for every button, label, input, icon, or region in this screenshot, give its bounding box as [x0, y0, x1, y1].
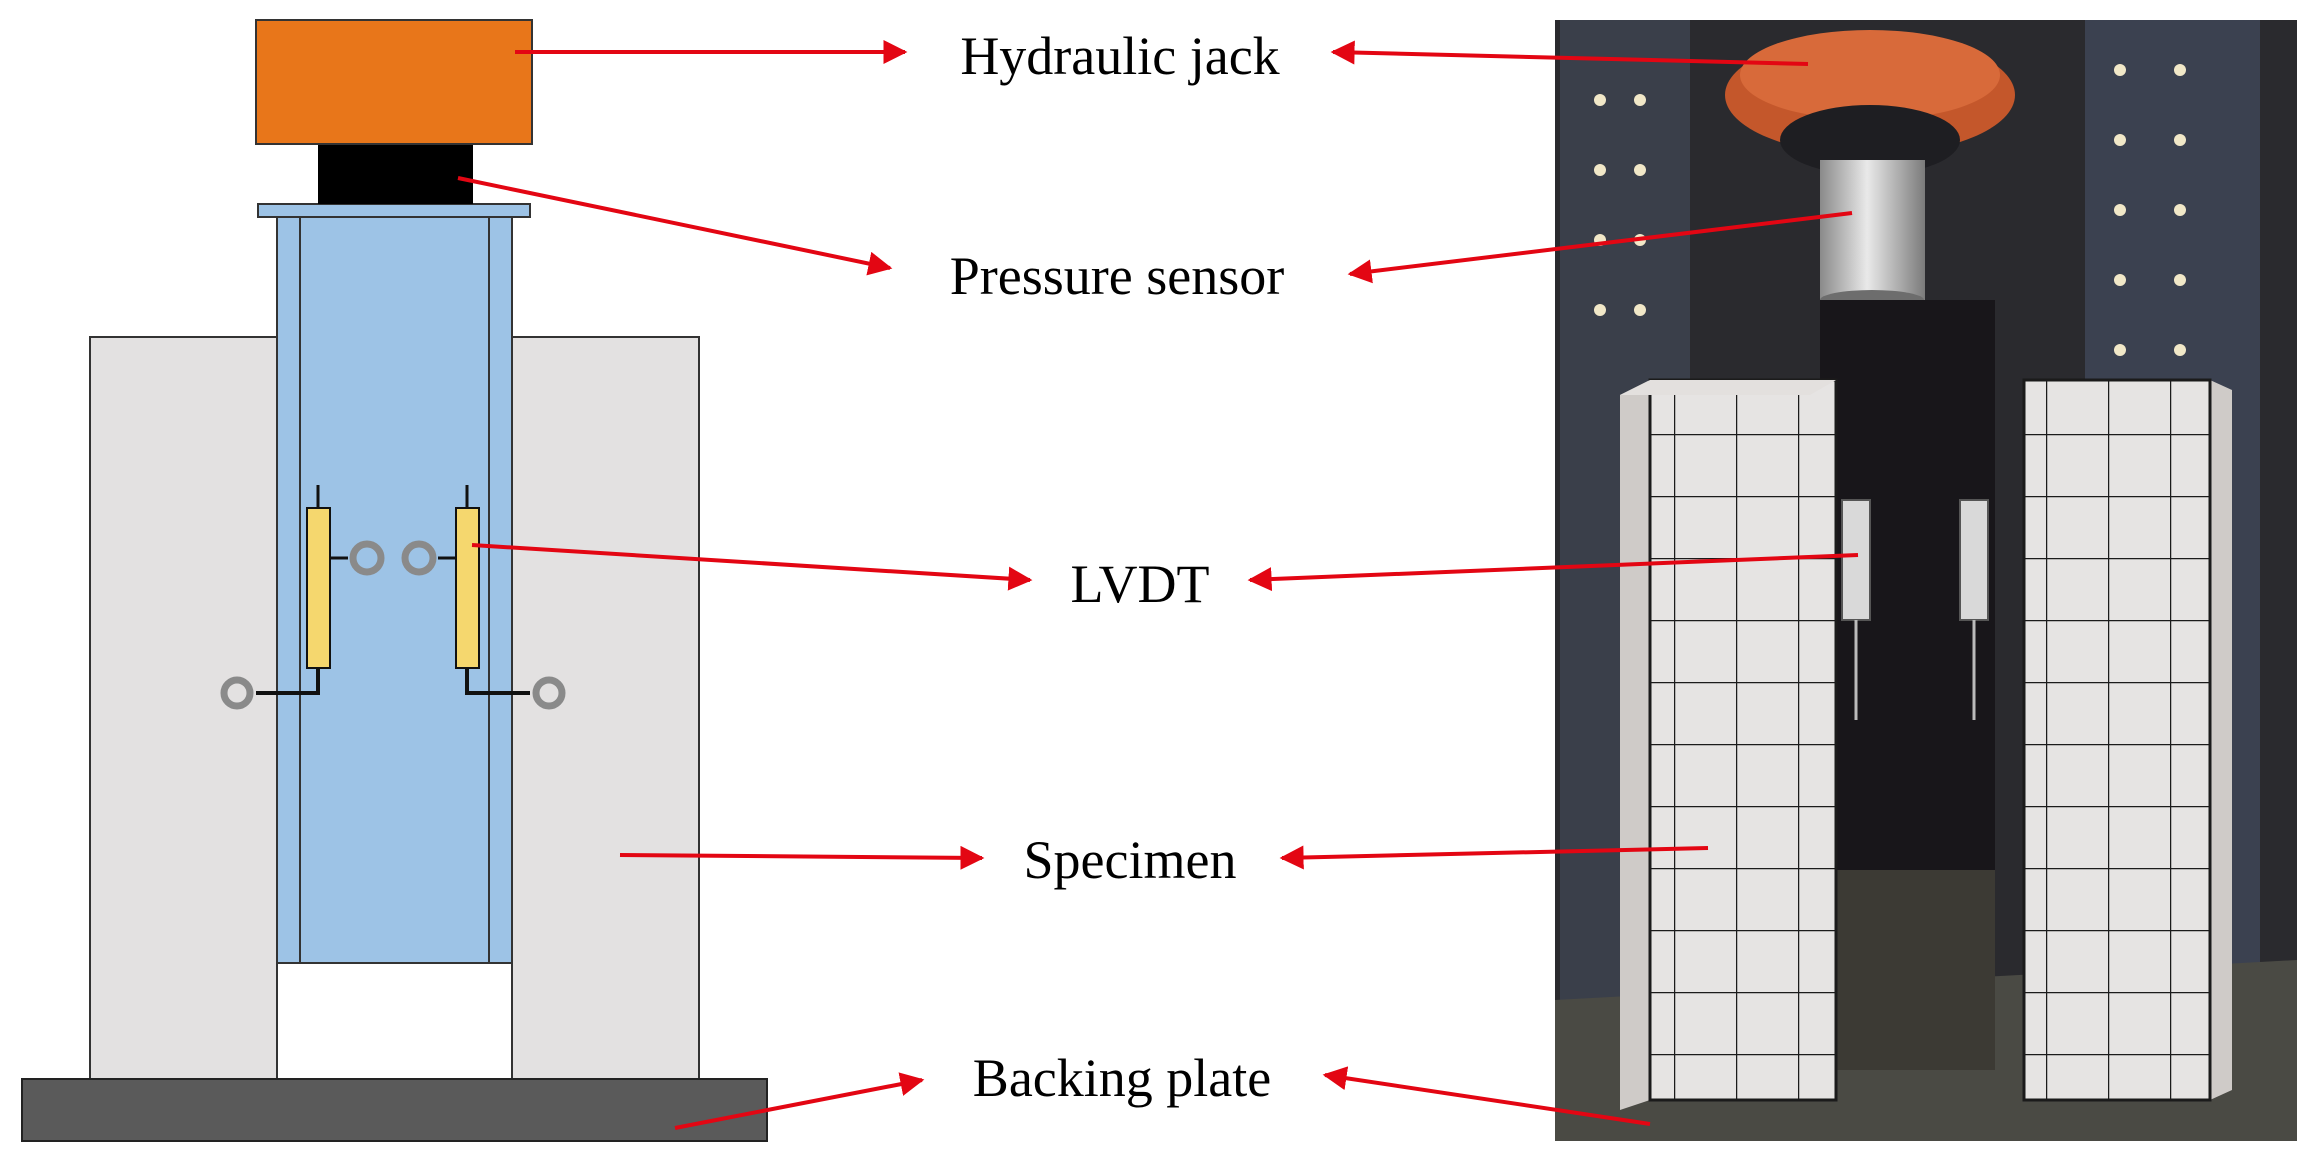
photo-specimen-left — [1648, 378, 1838, 1102]
specimen-right-block — [511, 336, 700, 1080]
backing-plate — [21, 1078, 768, 1142]
hydraulic-jack — [255, 19, 533, 145]
pressure-sensor — [318, 144, 473, 204]
mounting-rings — [220, 540, 566, 710]
photo-lvdt-left — [1841, 499, 1871, 621]
label-specimen: Specimen — [1024, 830, 1237, 890]
label-pressure-sensor: Pressure sensor — [950, 246, 1284, 306]
photo-specimen-right — [2022, 378, 2212, 1102]
test-photo — [1555, 20, 2297, 1141]
label-backing-plate: Backing plate — [973, 1048, 1271, 1108]
lvdt-left — [256, 485, 348, 695]
label-hydraulic-jack: Hydraulic jack — [960, 26, 1279, 86]
schematic-drawing — [21, 19, 768, 1142]
specimen-left-block — [89, 336, 278, 1080]
lvdt-right — [438, 485, 530, 695]
label-lvdt: LVDT — [1070, 554, 1209, 614]
top-plate — [257, 203, 531, 218]
callout-arrows — [457, 40, 1859, 1130]
photo-lvdt-right — [1959, 499, 1989, 621]
